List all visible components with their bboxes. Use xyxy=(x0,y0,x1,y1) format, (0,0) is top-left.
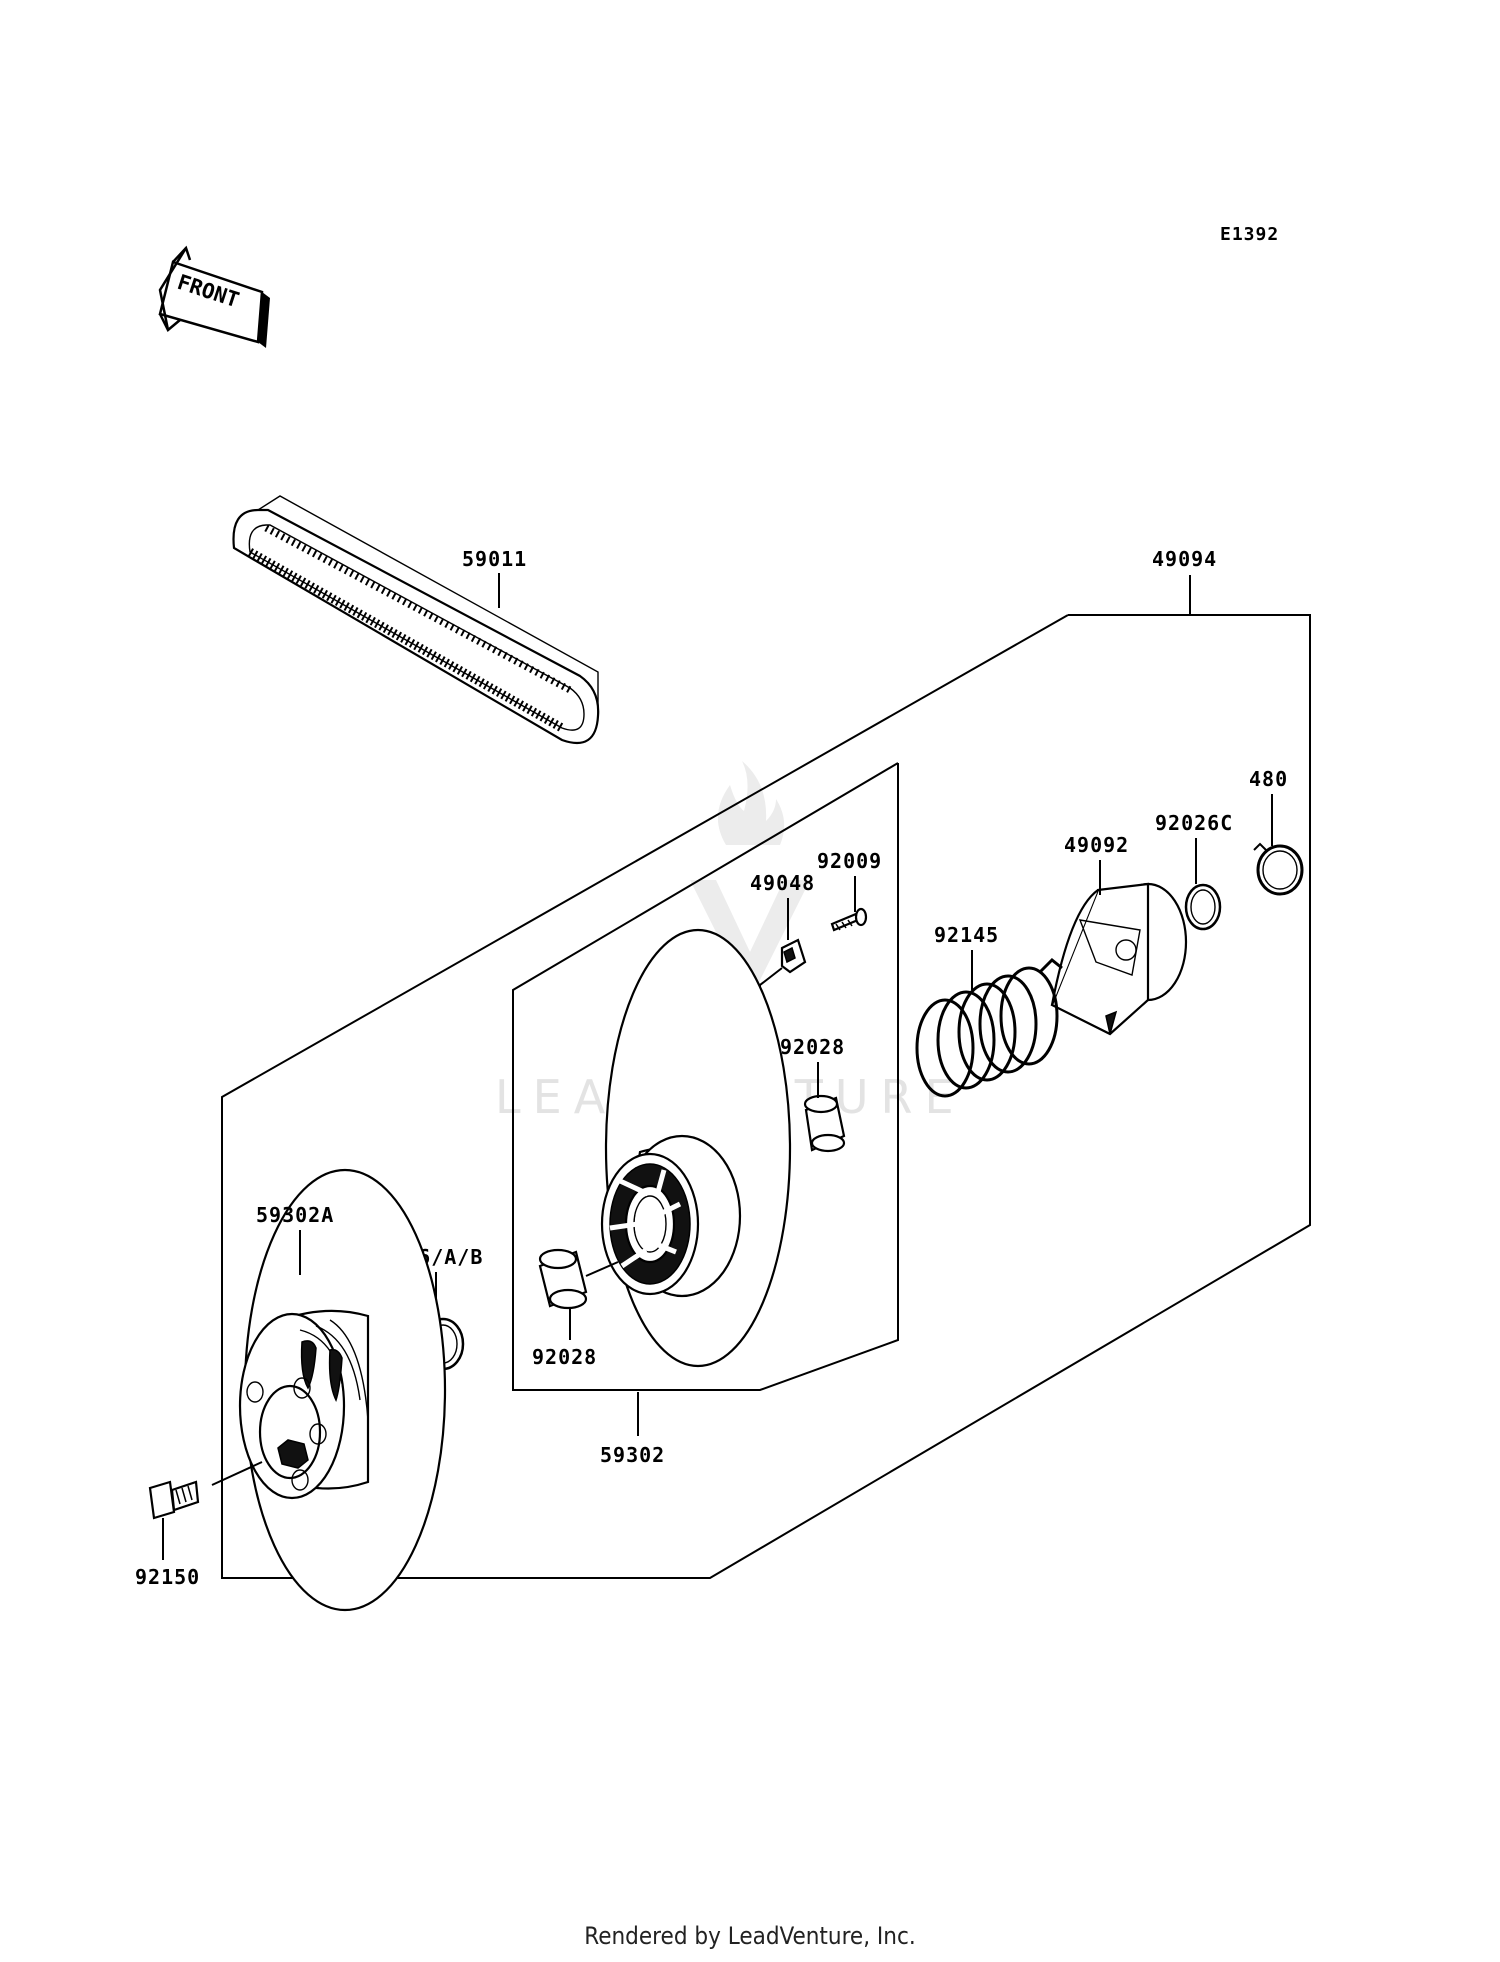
callout-49094[interactable]: 49094 xyxy=(1152,547,1217,615)
part-number-92150: 92150 xyxy=(135,1565,200,1589)
callout-59302a[interactable]: 59302A xyxy=(256,1203,334,1275)
part-number-92009: 92009 xyxy=(817,849,882,873)
assembly-outline-49094 xyxy=(221,614,1311,1579)
drive-belt[interactable] xyxy=(232,495,600,745)
coil-spring[interactable] xyxy=(915,957,1063,1098)
callout-59302[interactable]: 59302 xyxy=(600,1392,665,1467)
snap-ring[interactable] xyxy=(1253,842,1304,896)
callout-49092[interactable]: 49092 xyxy=(1064,833,1129,895)
weight-shoe[interactable] xyxy=(780,938,807,974)
diagram-code: E1392 xyxy=(1220,224,1279,245)
footer-credit: Rendered by LeadVenture, Inc. xyxy=(584,1922,916,1950)
part-number-49092: 49092 xyxy=(1064,833,1129,857)
callout-92145[interactable]: 92145 xyxy=(934,923,999,990)
front-arrow-icon: FRONT xyxy=(158,245,270,348)
part-number-59302: 59302 xyxy=(600,1443,665,1467)
part-number-49094: 49094 xyxy=(1152,547,1217,571)
bushing-upper[interactable] xyxy=(803,1094,846,1153)
assembly-outline-59302 xyxy=(512,762,899,1391)
part-number-92026c: 92026C xyxy=(1155,811,1233,835)
screw-92009[interactable] xyxy=(830,907,868,932)
fixed-sheave[interactable] xyxy=(238,1168,447,1612)
part-number-49048: 49048 xyxy=(750,871,815,895)
callout-92150[interactable]: 92150 xyxy=(135,1518,200,1589)
part-number-480: 480 xyxy=(1249,767,1288,791)
cam[interactable] xyxy=(1050,882,1188,1036)
callout-92026c[interactable]: 92026C xyxy=(1155,811,1233,884)
part-number-59011: 59011 xyxy=(462,547,527,571)
moving-sheave[interactable] xyxy=(600,928,792,1368)
washer-92026c[interactable] xyxy=(1184,883,1222,931)
part-number-92028-upper: 92028 xyxy=(780,1035,845,1059)
bolt-92150[interactable] xyxy=(148,1480,200,1520)
axis-line-bolt xyxy=(211,1461,263,1486)
part-number-92028-lower: 92028 xyxy=(532,1345,597,1369)
callout-59011[interactable]: 59011 xyxy=(462,547,527,608)
callout-92028-upper[interactable]: 92028 xyxy=(780,1035,845,1098)
part-number-92145: 92145 xyxy=(934,923,999,947)
callout-49048[interactable]: 49048 xyxy=(750,871,815,1086)
callout-92028-lower[interactable]: 92028 xyxy=(532,1308,597,1369)
bushing-lower[interactable] xyxy=(538,1248,588,1310)
callout-480[interactable]: 480 xyxy=(1249,767,1288,846)
callout-92009[interactable]: 92009 xyxy=(817,849,882,912)
part-number-59302a: 59302A xyxy=(256,1203,334,1227)
axis-line xyxy=(585,1261,619,1277)
